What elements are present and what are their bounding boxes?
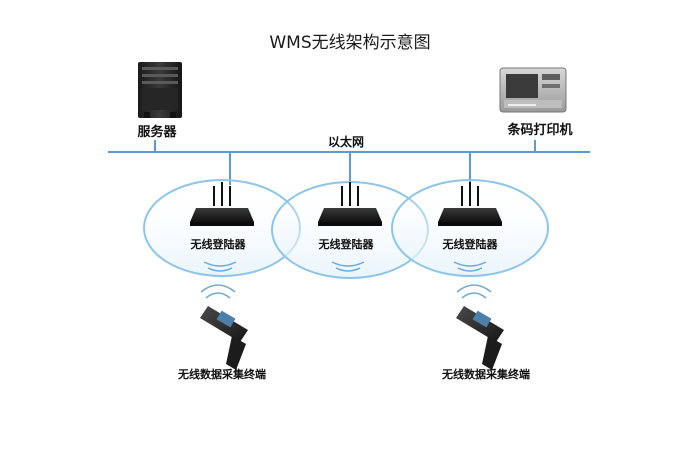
access-point-label-1: 无线登陆器	[190, 237, 247, 251]
handheld-scanner-icon	[200, 306, 248, 370]
server-label: 服务器	[137, 124, 177, 140]
printer-label: 条码打印机	[507, 122, 572, 138]
terminal-label-1: 无线数据采集终端	[177, 367, 266, 381]
wireless-signal-icon	[456, 284, 492, 299]
diagram-title: WMS无线架构示意图	[269, 33, 430, 53]
wireless-signal-icon	[453, 261, 487, 272]
handheld-scanner-icon	[456, 306, 504, 370]
wireless-access-point-icon	[438, 182, 502, 226]
wireless-coverage-rings	[143, 179, 549, 279]
server-icon	[138, 62, 182, 118]
terminal-label-2: 无线数据采集终端	[441, 367, 530, 381]
access-point-label-3: 无线登陆器	[442, 237, 499, 251]
wireless-access-point-icon	[190, 182, 254, 226]
wireless-signal-icon	[203, 261, 237, 272]
wireless-signal-icon	[200, 284, 236, 299]
printer-icon	[499, 67, 567, 113]
access-point-label-2: 无线登陆器	[318, 237, 375, 251]
wireless-access-point-icon	[318, 182, 382, 226]
ethernet-bus	[108, 140, 590, 185]
wireless-signal-icon	[331, 261, 365, 272]
ethernet-label: 以太网	[328, 134, 364, 149]
